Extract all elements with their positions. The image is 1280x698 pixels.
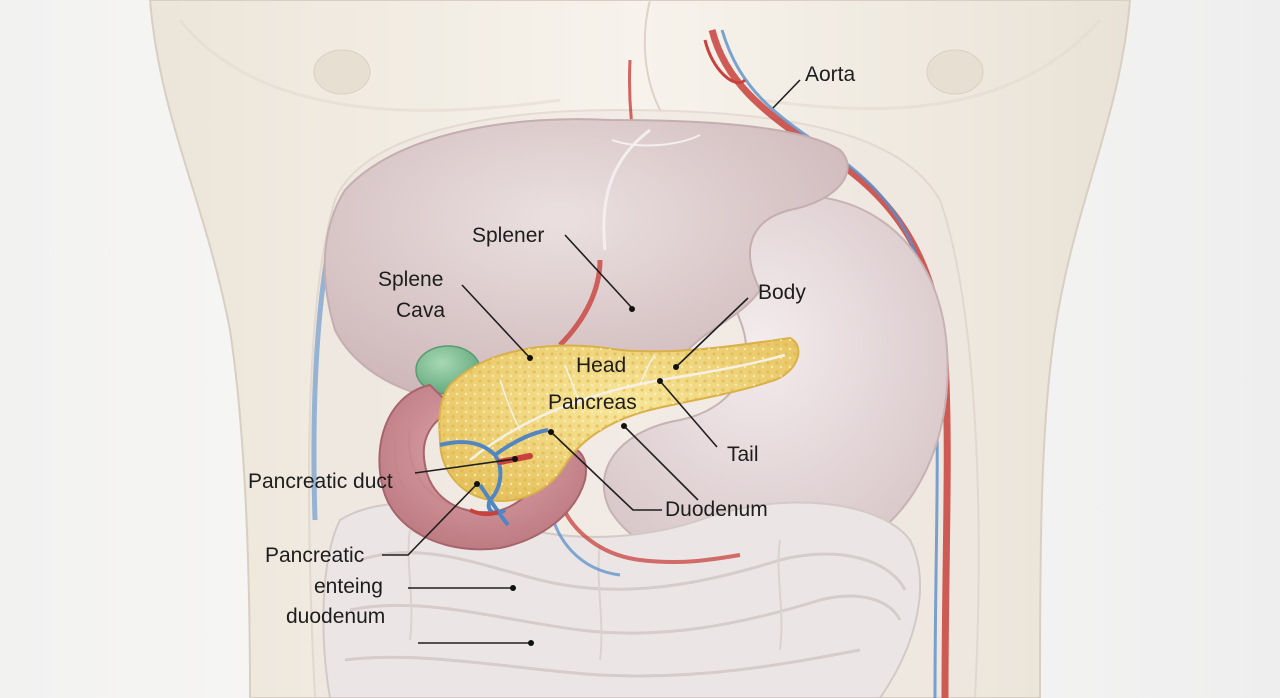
small-intestine	[322, 501, 921, 698]
label-aorta: Aorta	[805, 63, 856, 86]
label-duodenum-lower: duodenum	[286, 605, 385, 628]
mesenteric-vessels	[558, 499, 741, 565]
label-pancreas: Pancreas	[548, 391, 637, 414]
label-head: Head	[576, 354, 626, 377]
label-splener: Splener	[472, 224, 544, 247]
label-pancreatic: Pancreatic	[265, 544, 364, 567]
label-tail: Tail	[727, 443, 759, 466]
label-cava: Cava	[396, 299, 445, 322]
label-splene: Splene	[378, 268, 443, 291]
right-nipple	[926, 49, 984, 95]
left-nipple	[313, 49, 371, 95]
label-duodenum: Duodenum	[665, 498, 768, 521]
splenic-vessel	[558, 259, 603, 347]
label-body: Body	[758, 281, 806, 304]
duodenum	[378, 383, 587, 551]
pancreas	[438, 336, 800, 502]
leader-lines	[382, 79, 801, 646]
label-pancreatic-duct: Pancreatic duct	[248, 470, 393, 493]
label-enteing: enteing	[314, 575, 383, 598]
liver	[323, 118, 849, 403]
